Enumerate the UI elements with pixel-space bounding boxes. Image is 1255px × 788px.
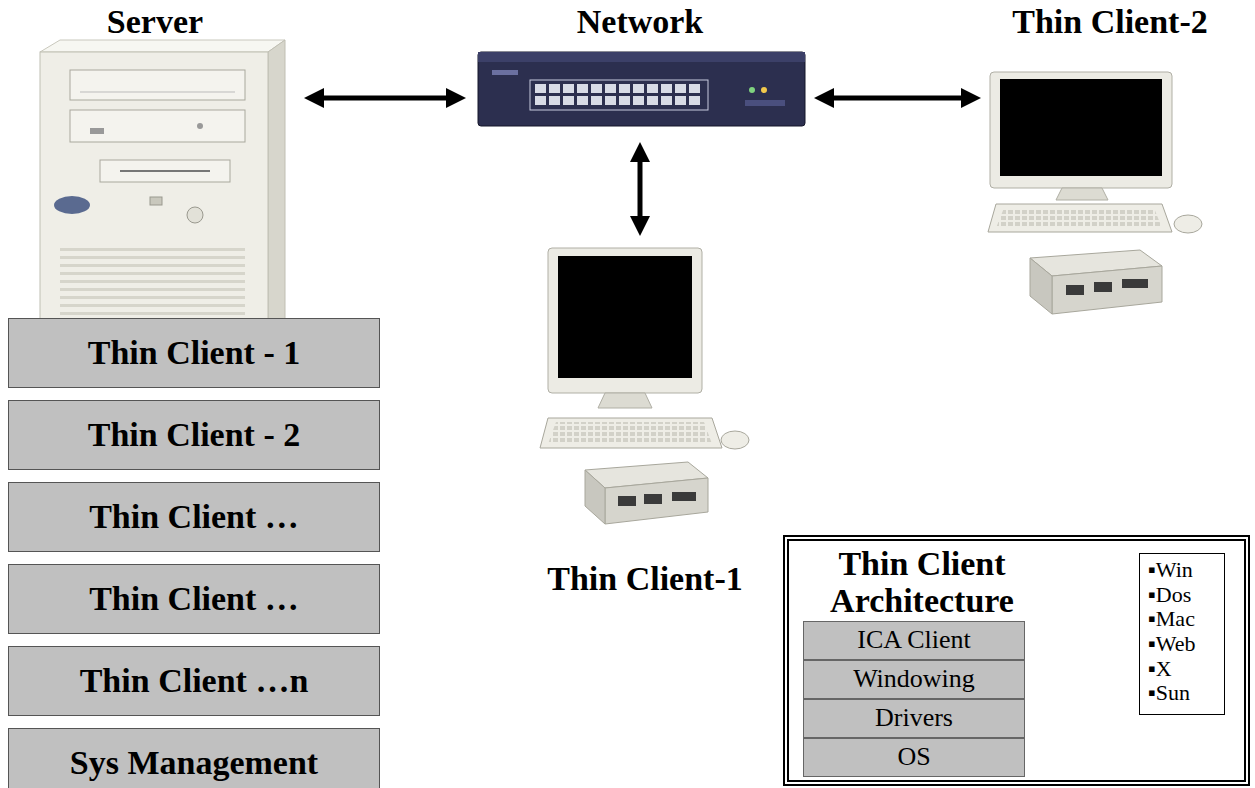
monitor-stand (1056, 188, 1108, 200)
drive-led (90, 128, 104, 134)
mouse (1174, 215, 1202, 233)
switch-led (761, 87, 767, 93)
power-button (187, 207, 203, 223)
keyboard-keys (996, 208, 1162, 228)
layer-label: Windowing (853, 665, 975, 694)
bidirectional-arrow (828, 96, 967, 101)
box-label: Thin Client - 2 (88, 415, 301, 454)
vendor-logo (54, 196, 90, 214)
layer-box: OS (803, 738, 1025, 777)
panel-heading: Thin Client Architecture (797, 545, 1047, 620)
server-device: Server (10, 0, 300, 318)
box-label: Thin Client …n (80, 661, 309, 700)
tower-front (40, 52, 268, 332)
monitor-frame (990, 72, 1172, 188)
floppy-slot (120, 170, 210, 172)
session-box: Thin Client - 1 (8, 318, 380, 388)
switch-badge (492, 70, 518, 75)
port-frame (530, 80, 708, 110)
drive-bay (70, 70, 245, 100)
layer-label: Drivers (875, 704, 953, 733)
box-label: Thin Client … (89, 497, 299, 536)
client-device: Thin Client-1 (525, 240, 765, 600)
layer-box: Windowing (803, 660, 1025, 699)
session-box: Thin Client - 2 (8, 400, 380, 470)
client-port (1066, 285, 1084, 295)
monitor-screen (558, 256, 692, 378)
monitor-frame (548, 248, 702, 393)
switch-led (749, 87, 755, 93)
tower-top (40, 40, 285, 52)
switch-body (478, 52, 805, 126)
client-port (644, 494, 662, 504)
layer-box: ICA Client (803, 621, 1025, 660)
bidirectional-arrow (638, 156, 643, 222)
floppy-bay (100, 160, 230, 182)
mouse (721, 431, 749, 449)
thin-client-1-station (540, 248, 749, 524)
front-button (150, 197, 162, 205)
keyboard (988, 204, 1172, 232)
client-port (1122, 279, 1148, 288)
client-device: Thin Client-2 (985, 0, 1235, 322)
box-label: Thin Client - 1 (88, 333, 301, 372)
client-port (672, 492, 696, 501)
list-item: ▪Dos (1148, 583, 1214, 608)
list-item: ▪Win (1148, 558, 1214, 583)
network-switch (478, 52, 805, 126)
client-box-side (1030, 258, 1052, 314)
switch-panel (745, 100, 785, 106)
session-box: Thin Client …n (8, 646, 380, 716)
device-heading: Thin Client-2 (1012, 2, 1208, 41)
list-item: ▪Sun (1148, 681, 1214, 706)
client-box-front (1052, 266, 1162, 314)
list-item: ▪Web (1148, 632, 1214, 657)
device-heading: Network (577, 2, 704, 41)
switch-top (478, 52, 805, 62)
client-port (1094, 282, 1112, 292)
tower-side (268, 40, 285, 330)
list-item: ▪X (1148, 657, 1214, 682)
management-box: Sys Management (8, 728, 380, 788)
keyboard (540, 418, 722, 448)
layer-label: OS (897, 743, 930, 772)
platform-list: ▪Win▪Dos▪Mac▪Web▪X▪Sun (1139, 553, 1225, 715)
session-box: Thin Client … (8, 482, 380, 552)
drive-tray (80, 92, 235, 93)
client-box-front (605, 478, 708, 524)
drive-bay (70, 110, 245, 142)
monitor-screen (1000, 79, 1162, 176)
device-heading: Server (107, 2, 203, 41)
list-item: ▪Mac (1148, 607, 1214, 632)
session-box: Thin Client … (8, 564, 380, 634)
thin-client-2-station (988, 72, 1202, 314)
layer-box: Drivers (803, 699, 1025, 738)
client-port (618, 496, 636, 506)
keyboard-keys (548, 422, 712, 444)
drive-button (197, 123, 203, 129)
switch-ports (535, 84, 703, 105)
front-vents (60, 248, 245, 324)
device-heading: Thin Client-1 (547, 559, 743, 598)
client-box-side (585, 470, 605, 524)
box-label: Sys Management (70, 743, 318, 782)
server-tower (40, 40, 285, 332)
box-label: Thin Client … (89, 579, 299, 618)
layer-label: ICA Client (857, 626, 970, 655)
network-device: Network (470, 0, 810, 138)
monitor-stand (598, 393, 652, 408)
architecture-panel: Thin Client ArchitectureICA ClientWindow… (783, 535, 1250, 786)
bidirectional-arrow (318, 96, 452, 101)
